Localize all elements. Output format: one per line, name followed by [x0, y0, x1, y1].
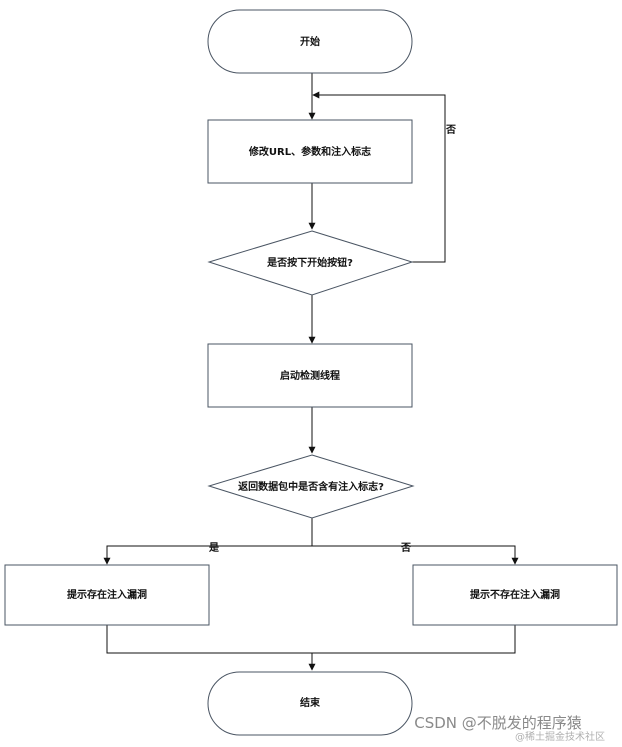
edge-branch-yes	[103, 518, 313, 565]
edge-label-no: 否	[400, 542, 411, 554]
end-node	[207, 671, 413, 736]
edge-label-yes: 是	[208, 542, 219, 554]
edge-branch-no	[312, 545, 519, 565]
decision-button-node	[207, 230, 414, 296]
edge-label-loop-no: 否	[445, 124, 456, 136]
end-node-label: 结束	[300, 696, 321, 709]
watermark-main: CSDN @不脱发的程序猿	[414, 714, 582, 732]
vuln-yes-label: 提示存在注入漏洞	[67, 588, 147, 601]
vuln-yes-node	[4, 564, 210, 626]
start-node-label: 开始	[300, 35, 320, 48]
decision-flag-node	[207, 454, 415, 519]
decision-flag-label: 返回数据包中是否含有注入标志?	[238, 480, 384, 493]
start-thread-label: 启动检测线程	[280, 369, 340, 382]
start-thread-node	[207, 343, 413, 408]
modify-node-label: 修改URL、参数和注入标志	[248, 145, 371, 158]
edge-loop-no	[312, 91, 446, 263]
vuln-no-node	[412, 564, 618, 626]
vuln-no-label: 提示不存在注入漏洞	[470, 588, 560, 601]
start-node	[207, 9, 413, 74]
modify-node	[207, 119, 413, 184]
edge-merge	[106, 625, 516, 654]
watermark-sub: @稀土掘金技术社区	[515, 730, 605, 742]
decision-button-label: 是否按下开始按钮?	[266, 256, 353, 269]
